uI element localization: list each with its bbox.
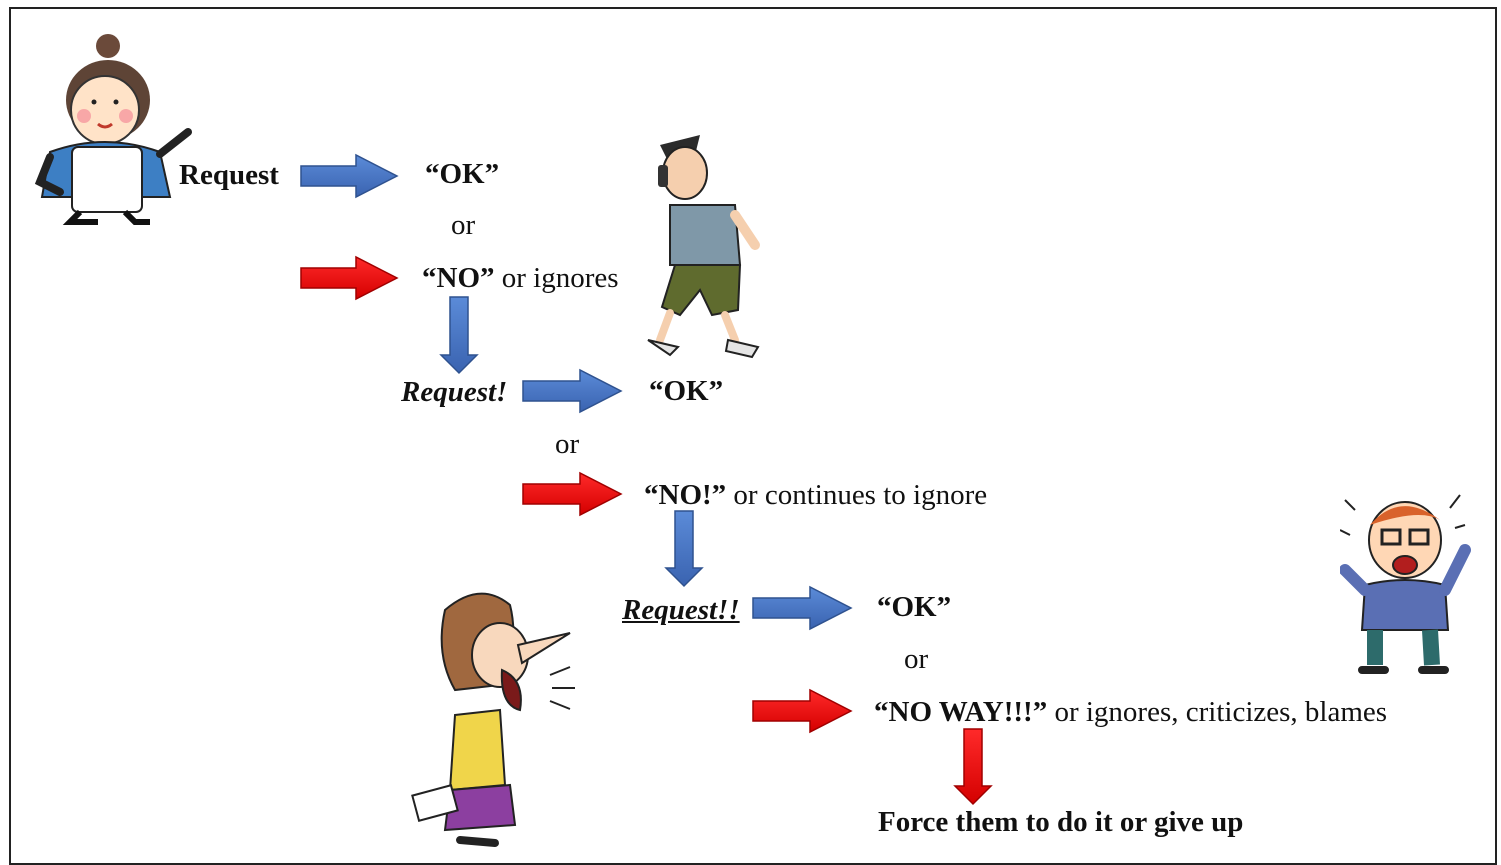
request-label-1: Request	[179, 159, 279, 191]
no-quote-2: “NO!”	[644, 479, 727, 511]
angry-boy-figure-icon	[1340, 494, 1471, 674]
no-tail-2: or continues to ignore	[726, 479, 988, 511]
request-label-2: Request!	[401, 376, 508, 408]
no-tail-1: or ignores	[494, 262, 619, 294]
ok-response-1: “OK”	[425, 158, 500, 190]
or-label-1: or	[451, 209, 476, 241]
arrow-request-ok-2	[522, 368, 623, 414]
request-label-3: Request!!	[622, 594, 740, 626]
arrow-escalate-2	[664, 510, 704, 588]
no-quote-3: “NO WAY!!!”	[874, 696, 1048, 728]
slide-frame	[9, 7, 1497, 865]
arrow-request-no-1	[300, 255, 399, 301]
arrow-request-ok-1	[300, 153, 399, 199]
arrow-final	[953, 728, 993, 806]
no-response-2: “NO!” or continues to ignore	[644, 481, 987, 510]
arrow-escalate-1	[439, 296, 479, 375]
ok-response-3: “OK”	[877, 591, 952, 623]
calm-mother-figure-icon	[34, 34, 192, 225]
arrow-request-no-2	[522, 471, 623, 517]
no-response-1: “NO” or ignores	[422, 264, 619, 293]
arrow-request-no-3	[752, 688, 853, 734]
ok-response-2: “OK”	[649, 375, 724, 407]
no-response-3: “NO WAY!!!” or ignores, criticizes, blam…	[874, 698, 1387, 727]
or-label-3: or	[904, 643, 929, 675]
arrow-request-ok-3	[752, 585, 853, 631]
outcome-label: Force them to do it or give up	[878, 806, 1244, 838]
or-label-2: or	[555, 428, 580, 460]
yelling-woman-figure-icon	[411, 592, 575, 847]
no-quote-1: “NO”	[422, 262, 495, 294]
no-tail-3: or ignores, criticizes, blames	[1047, 696, 1388, 728]
walking-teen-on-phone-icon	[647, 135, 760, 359]
